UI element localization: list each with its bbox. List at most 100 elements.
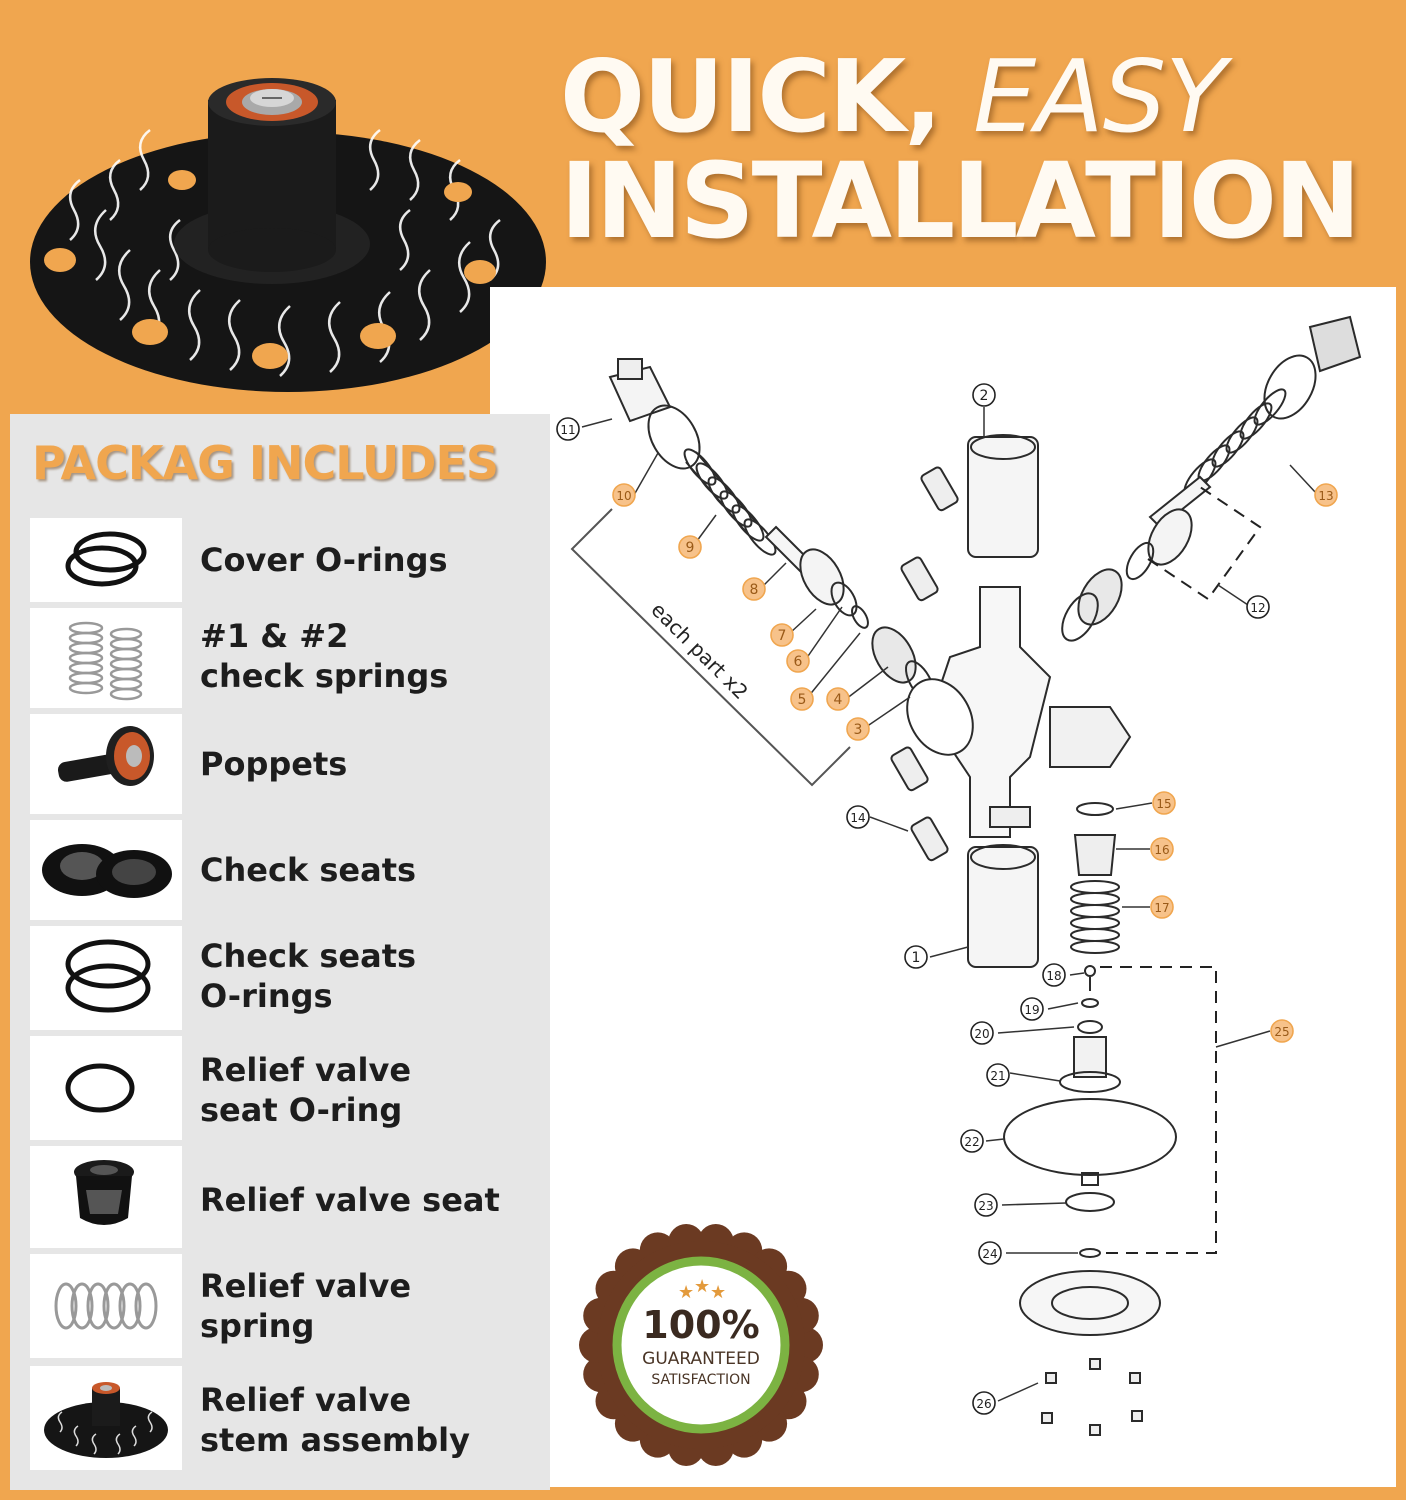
callout-bubble-5 (790, 687, 814, 711)
callout-number-14: 14 (850, 811, 865, 825)
stem-assembly-icon (44, 1382, 168, 1458)
callout-bubble-17 (1150, 895, 1174, 919)
callout-number-26: 26 (976, 1397, 991, 1411)
item-line-1: Relief valve (200, 1381, 412, 1419)
callout-number-3: 3 (854, 722, 863, 738)
callout-bubble-26 (972, 1391, 996, 1415)
callout-number-6: 6 (794, 654, 803, 670)
item-label: Relief valve seat (200, 1180, 500, 1220)
callout-number-1: 1 (912, 950, 921, 966)
thumb-check-springs (30, 608, 182, 708)
thumb-cover-o-rings (30, 518, 182, 602)
badge-percent: 100% (642, 1303, 759, 1347)
callout-bubble-12 (1246, 595, 1270, 619)
callout-number-4: 4 (834, 692, 843, 708)
callout-number-8: 8 (750, 582, 759, 598)
cover-o-rings-icon (65, 531, 147, 587)
item-line-2: spring (200, 1307, 315, 1345)
hero-quick: QUICK, (560, 38, 942, 155)
relief-valve-seat-icon (74, 1160, 134, 1225)
package-title: PACKAG INCLUDES (32, 436, 499, 490)
callout-number-2: 2 (980, 388, 989, 404)
thumb-check-seats (30, 820, 182, 920)
star-icon: ★ (710, 1282, 726, 1303)
hero-title-line-1: QUICK, EASY (560, 38, 1226, 155)
callout-bubble-10 (612, 483, 636, 507)
item-line-1: Cover O-rings (200, 541, 448, 579)
callout-bubble-23 (974, 1193, 998, 1217)
item-label: Check seats (200, 850, 416, 890)
callout-bubble-7 (770, 623, 794, 647)
callout-bubble-3 (846, 717, 870, 741)
thumb-relief-valve-spring (30, 1254, 182, 1358)
item-label: #1 & #2 check springs (200, 616, 448, 696)
callout-number-15: 15 (1156, 797, 1171, 811)
callout-number-5: 5 (798, 692, 807, 708)
callout-bubble-21 (986, 1063, 1010, 1087)
item-line-1: Check seats (200, 851, 417, 889)
item-line-2: O-rings (200, 977, 333, 1015)
item-label: Poppets (200, 744, 347, 784)
thumb-relief-valve-seat (30, 1146, 182, 1248)
callout-bubble-25 (1270, 1019, 1294, 1043)
item-line-1: Relief valve seat (200, 1181, 500, 1219)
item-line-2: check springs (200, 657, 449, 695)
callout-number-21: 21 (990, 1069, 1005, 1083)
item-label: Cover O-rings (200, 540, 448, 580)
item-label: Relief valve spring (200, 1266, 411, 1346)
callout-number-11: 11 (560, 423, 575, 437)
callout-number-16: 16 (1154, 843, 1169, 857)
item-line-1: Relief valve (200, 1267, 412, 1305)
callout-bubble-20 (970, 1021, 994, 1045)
item-label: Relief valve stem assembly (200, 1380, 470, 1460)
callout-bubble-19 (1020, 997, 1044, 1021)
diagram-note: each part x2 (646, 598, 752, 704)
star-icon: ★ (694, 1276, 710, 1297)
callout-bubble-11 (556, 417, 580, 441)
thumb-relief-seat-o-ring (30, 1036, 182, 1140)
callout-number-12: 12 (1250, 601, 1265, 615)
callout-bubble-1 (904, 945, 928, 969)
callout-number-18: 18 (1046, 969, 1061, 983)
check-springs-icon (68, 621, 143, 701)
callout-bubble-4 (826, 687, 850, 711)
callout-bubble-15 (1152, 791, 1176, 815)
hero-title-line-2: INSTALLATION (560, 140, 1361, 262)
hero-easy: EASY (973, 38, 1226, 155)
callout-number-13: 13 (1318, 489, 1333, 503)
thumb-stem-assembly (30, 1366, 182, 1470)
item-line-1: #1 & #2 (200, 617, 349, 655)
item-label: Relief valve seat O-ring (200, 1050, 411, 1130)
guarantee-badge: ★ ★ ★ 100% GUARANTEED SATISFACTION (579, 1224, 823, 1466)
callout-bubble-22 (960, 1129, 984, 1153)
callout-bubble-8 (742, 577, 766, 601)
callout-bubble-24 (978, 1241, 1002, 1265)
diagram-drawing: 1234567891011121314151617181920212223242… (556, 315, 1362, 1436)
item-label: Check seats O-rings (200, 936, 416, 1016)
relief-valve-diaphragm-image (30, 78, 546, 392)
check-seat-o-rings-icon (65, 939, 151, 1013)
item-line-2: seat O-ring (200, 1091, 403, 1129)
callout-bubble-14 (846, 805, 870, 829)
callout-bubble-9 (678, 535, 702, 559)
thumb-check-seat-o-rings (30, 926, 182, 1030)
relief-valve-spring-icon (54, 1282, 158, 1330)
callout-number-9: 9 (686, 540, 695, 556)
callout-bubble-2 (972, 383, 996, 407)
callout-bubble-6 (786, 649, 810, 673)
callout-bubble-13 (1314, 483, 1338, 507)
callout-bubble-18 (1042, 963, 1066, 987)
relief-seat-o-ring-icon (65, 1063, 135, 1113)
poppet-icon (57, 726, 154, 786)
item-line-1: Poppets (200, 745, 348, 783)
callout-number-19: 19 (1024, 1003, 1039, 1017)
callout-number-17: 17 (1154, 901, 1169, 915)
callout-number-7: 7 (778, 628, 787, 644)
badge-line-1: GUARANTEED (642, 1349, 760, 1369)
badge-line-2: SATISFACTION (651, 1372, 750, 1388)
callout-bubble-16 (1150, 837, 1174, 861)
thumb-poppets (30, 714, 182, 814)
item-line-1: Relief valve (200, 1051, 412, 1089)
package-includes-panel: PACKAG INCLUDES Cover O-rings (10, 414, 550, 1490)
callout-number-23: 23 (978, 1199, 993, 1213)
